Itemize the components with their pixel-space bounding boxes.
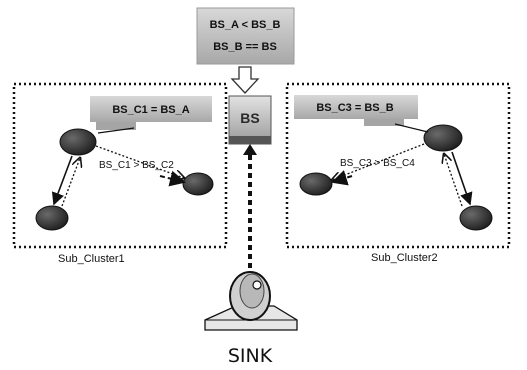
cluster2-assignment: BS_C3 = BS_B [316,102,393,114]
cluster2-left-node [300,173,332,195]
condition-line-2: BS_B == BS [213,41,277,53]
cluster1-head-node [60,129,96,155]
cluster2-link-down [452,152,470,204]
cluster2-label: Sub_Cluster2 [371,252,438,264]
down-arrow-icon [232,67,258,93]
cluster1-lower-node [36,206,68,230]
cluster2-callout [395,124,428,132]
sub-cluster-2: BS_C3 = BS_B BS_C3 > BS_C4 Sub_Cluster2 [287,84,509,264]
cluster2-comparison: BS_C3 > BS_C4 [340,158,415,169]
sink-arrowhead-icon [243,144,257,155]
cluster1-comparison: BS_C1 > BS_C2 [99,160,174,171]
sub-cluster-1: BS_C1 = BS_A BS_C1 > BS_C2 Sub_Cluster1 [14,84,226,265]
cluster2-head-node [424,125,462,151]
cluster1-link-down [54,156,72,204]
sink-label: SINK [228,345,273,367]
bs-node: BS [229,96,271,144]
cluster1-assignment: BS_C1 = BS_A [112,104,189,116]
bs-label: BS [240,110,259,126]
condition-line-1: BS_A < BS_B [210,19,281,31]
cluster2-dash-link [333,176,352,182]
cluster1-right-node [183,173,213,195]
condition-box: BS_A < BS_B BS_B == BS [197,8,294,64]
cluster2-lower-node [460,206,492,230]
sink-node: SINK [205,272,297,367]
cluster1-label: Sub_Cluster1 [58,253,125,265]
cluster2-link-up [444,154,462,206]
cluster1-link-up [62,158,80,206]
